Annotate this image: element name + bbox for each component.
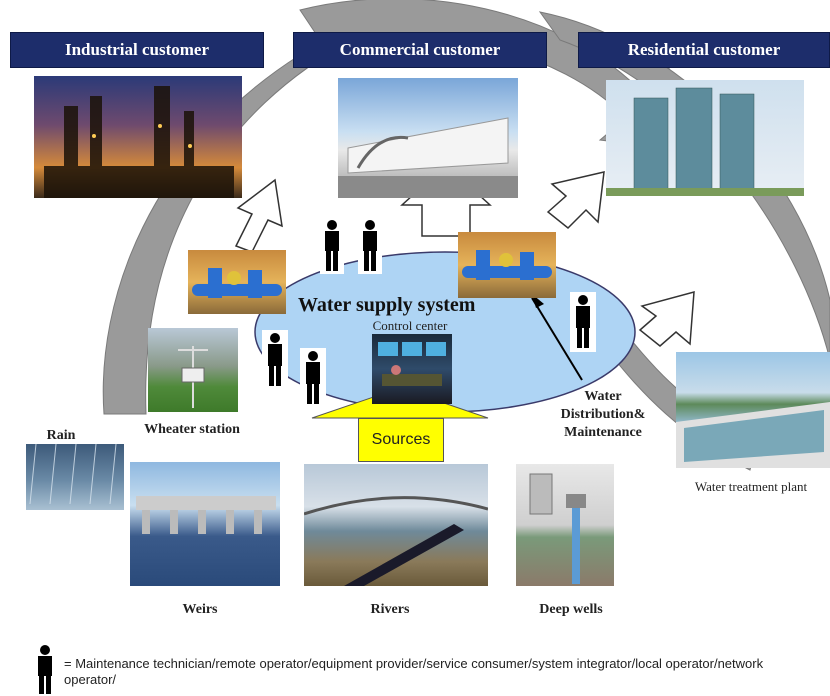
water-distribution-label: Water Distribution& Maintenance <box>560 389 646 440</box>
arrow-to-industrial <box>234 178 283 253</box>
header-commercial-customer: Commercial customer <box>293 32 547 68</box>
header-residential-customer: Residential customer <box>578 32 830 68</box>
person-icon <box>320 218 344 274</box>
commercial-building-photo <box>338 78 518 198</box>
deep-wells-label: Deep wells <box>539 602 603 617</box>
person-icon <box>262 330 288 388</box>
weather-station-label: Wheater station <box>144 422 240 437</box>
person-icon-group <box>38 218 596 694</box>
legend-text: = Maintenance technician/remote operator… <box>64 656 764 687</box>
sources-label: Sources <box>358 418 444 462</box>
person-icon <box>358 218 382 274</box>
arrow-to-residential <box>546 171 605 230</box>
control-center-photo <box>372 334 452 404</box>
rivers-label: Rivers <box>370 602 410 617</box>
residential-tower-photo <box>606 80 804 196</box>
header-industrial-customer: Industrial customer <box>10 32 264 68</box>
weirs-label: Weirs <box>182 602 218 617</box>
deep-wells-photo <box>516 464 614 586</box>
person-icon <box>300 348 326 406</box>
pump-station-photo-right <box>458 232 556 298</box>
rivers-photo <box>304 464 488 586</box>
person-icon <box>570 292 596 352</box>
control-center-label: Control center <box>372 318 448 333</box>
rain-photo <box>26 444 124 510</box>
rain-label: Rain <box>46 428 76 443</box>
weather-station-photo <box>148 328 238 412</box>
water-treatment-plant-photo <box>676 352 830 468</box>
arrow-from-treatment <box>638 291 695 347</box>
water-supply-system-title: Water supply system <box>298 294 476 316</box>
legend-person-icon <box>38 645 52 694</box>
weirs-photo <box>130 462 280 586</box>
water-treatment-plant-label: Water treatment plant <box>694 479 808 494</box>
pump-station-photo-left <box>188 250 286 314</box>
industrial-plant-photo <box>34 76 242 198</box>
